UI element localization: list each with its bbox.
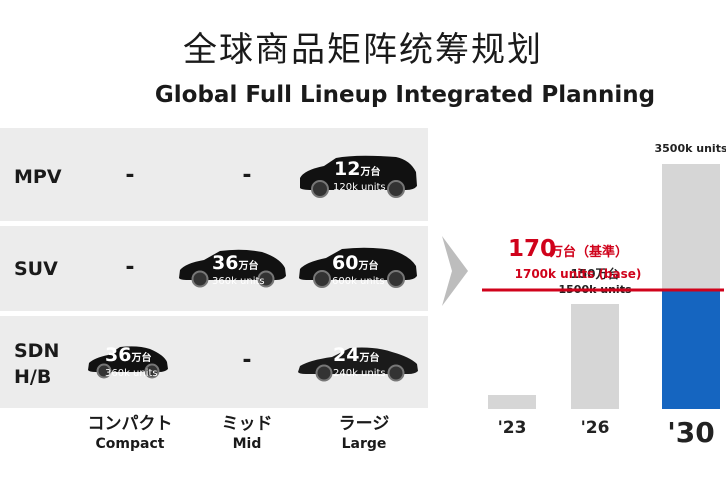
sdn-large-number: 24 (333, 344, 360, 366)
sdn-compact-value: 36万台 (105, 344, 151, 366)
sdn-compact-unit: 万台 (131, 353, 152, 364)
suv-mid-sub: 360k units (212, 276, 265, 287)
suv-large-unit: 万台 (358, 261, 379, 272)
mpv-large-car (296, 154, 420, 198)
suv-large-car-icon (299, 247, 417, 288)
bar-0 (488, 395, 536, 409)
value-sublabel-2: 3500k units (655, 142, 726, 155)
mpv-large-value: 12万台 (334, 158, 380, 180)
row-label-suv: SUV (14, 258, 58, 280)
column-header-compact: コンパクト Compact (70, 414, 190, 454)
column-header-mid: ミッド Mid (187, 414, 307, 454)
suv-mid-value: 36万台 (212, 252, 258, 274)
sdn-large-unit: 万台 (359, 353, 380, 364)
bar-1 (571, 304, 619, 409)
value-label-1: 150万台 (570, 266, 619, 281)
sdn-large-value: 24万台 (333, 344, 379, 366)
row-label-sdn: SDN H/B (14, 340, 60, 388)
column-header-large: ラージ Large (304, 414, 424, 454)
sdn-compact-sub: 360k units (105, 368, 158, 379)
sdn-compact-number: 36 (105, 344, 132, 366)
suv-car-icon (179, 249, 286, 288)
hatchback-car-icon (88, 346, 168, 379)
suv-mid-unit: 万台 (238, 261, 259, 272)
column-large-en: Large (341, 436, 387, 452)
baseline-label-main: 170 (508, 236, 556, 262)
mpv-large-number: 12 (334, 158, 361, 180)
bar-highlight-2 (662, 290, 720, 409)
mpv-mid-empty: - (242, 163, 252, 188)
column-large-jp: ラージ (338, 414, 390, 434)
suv-mid-number: 36 (212, 252, 239, 274)
page-title-english: Global Full Lineup Integrated Planning (154, 82, 656, 108)
suv-large-sub: 600k units (332, 276, 385, 287)
mpv-large-sub: 120k units (333, 182, 386, 193)
column-mid-jp: ミッド (221, 414, 273, 434)
row-label-mpv: MPV (14, 166, 62, 188)
arrow-right-icon (440, 236, 470, 310)
column-compact-jp: コンパクト (87, 414, 173, 434)
x-label-2: '30 (667, 416, 715, 446)
baseline-label-unit: 万台（基準） (549, 244, 628, 260)
column-mid-en: Mid (232, 436, 262, 452)
suv-large-car (296, 244, 420, 288)
page-title-chinese: 全球商品矩阵统筹规划 (183, 30, 543, 70)
baseline-label-sub: 1700k units (base) (515, 267, 642, 281)
sdn-large-sub: 240k units (333, 368, 386, 379)
sdn-compact-car (86, 342, 170, 380)
x-label-1: '26 (581, 418, 610, 438)
sdn-large-car (296, 342, 420, 382)
suv-large-value: 60万台 (332, 252, 378, 274)
x-label-0: '23 (498, 418, 527, 438)
sales-plan-chart: '23'26150万台1500k units'30350万台3500k unit… (482, 140, 726, 446)
column-compact-en: Compact (95, 436, 165, 452)
mpv-large-unit: 万台 (360, 167, 381, 178)
suv-mid-car (176, 246, 288, 288)
mpv-compact-empty: - (125, 163, 135, 188)
suv-large-number: 60 (332, 252, 359, 274)
value-label-2: 350万台 (656, 140, 726, 141)
suv-compact-empty: - (125, 255, 135, 280)
sdn-mid-empty: - (242, 348, 252, 373)
mpv-car-icon (300, 155, 417, 198)
sedan-car-icon (298, 347, 418, 382)
